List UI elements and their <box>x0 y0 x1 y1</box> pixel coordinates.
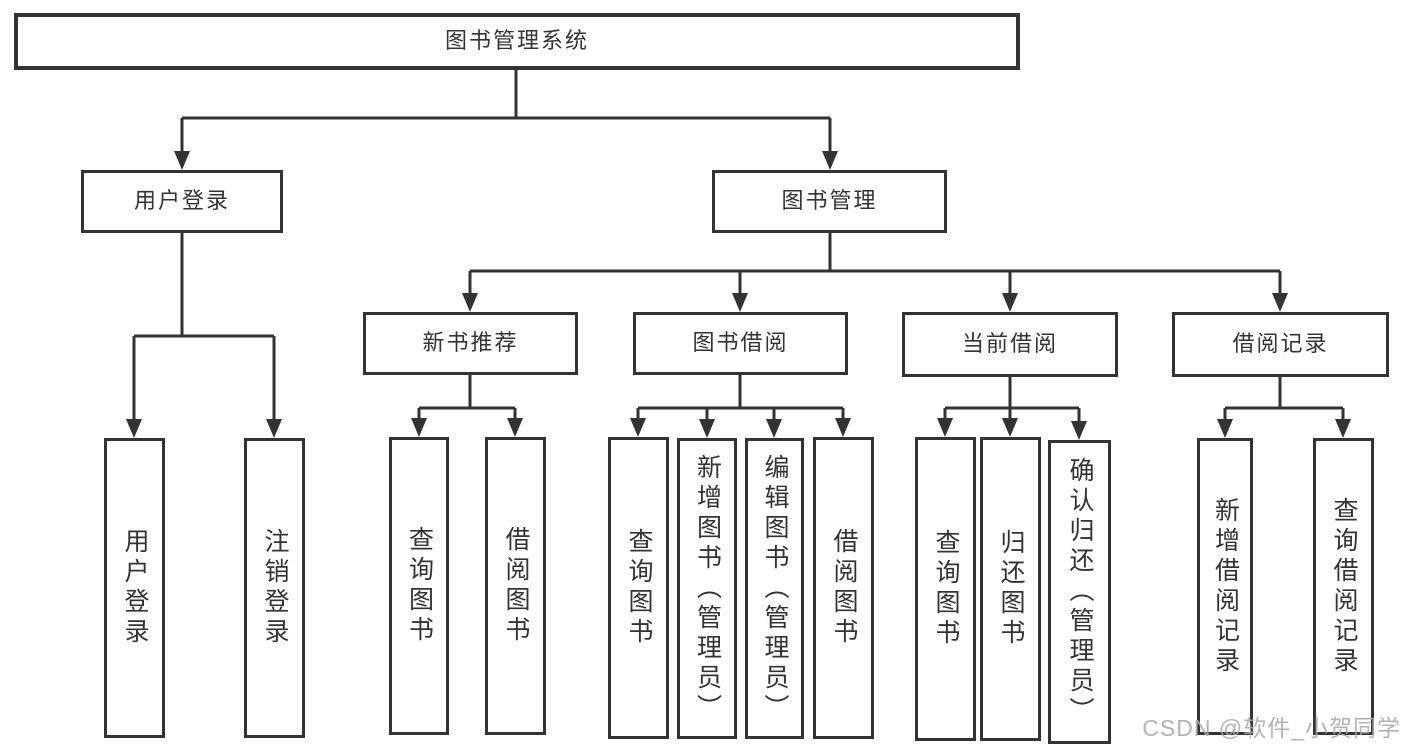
leaf-return-book: 归还图书 <box>980 437 1041 741</box>
connector-book-management-children <box>462 233 1288 312</box>
connector-line <box>132 233 276 421</box>
leaf-query-borrow-record: 查询借阅记录 <box>1313 438 1374 735</box>
arrow-down-icon <box>835 418 851 437</box>
arrow-down-icon <box>766 419 782 438</box>
leaf-confirm-return-admin: 确认归还（管理员） <box>1048 440 1111 744</box>
arrow-down-icon <box>630 418 646 437</box>
connector-current-borrow-children <box>937 377 1087 440</box>
leaf-borrow-books-recommend: 借阅图书 <box>485 437 546 735</box>
node-book-management: 图书管理 <box>712 170 947 233</box>
connector-line <box>468 233 1282 295</box>
arrow-down-icon <box>126 419 142 438</box>
node-user-login: 用户登录 <box>81 170 283 233</box>
leaf-user-login: 用户登录 <box>104 438 165 738</box>
node-root-system: 图书管理系统 <box>14 13 1020 70</box>
node-borrow-records: 借阅记录 <box>1172 312 1389 377</box>
arrow-down-icon <box>699 419 715 438</box>
connector-line <box>943 377 1081 422</box>
connector-borrow-records-children <box>1217 377 1351 438</box>
leaf-logout-login: 注销登录 <box>244 438 305 738</box>
arrow-down-icon <box>1002 418 1018 437</box>
arrow-down-icon <box>1217 419 1233 438</box>
leaf-add-borrow-record: 新增借阅记录 <box>1197 438 1253 735</box>
connector-line <box>417 375 517 420</box>
connector-book-borrow-children <box>630 375 851 438</box>
arrow-down-icon <box>266 419 282 438</box>
leaf-query-books-recommend: 查询图书 <box>389 437 449 735</box>
node-book-borrow: 图书借阅 <box>633 312 848 375</box>
node-current-borrow: 当前借阅 <box>902 312 1118 377</box>
arrow-down-icon <box>1002 293 1018 312</box>
node-new-book-recommend: 新书推荐 <box>363 312 578 375</box>
arrow-down-icon <box>1272 293 1288 312</box>
connector-user-login-children <box>126 233 282 438</box>
leaf-edit-book-admin: 编辑图书（管理员） <box>745 438 804 739</box>
leaf-borrow-books-borrow: 借阅图书 <box>813 437 874 739</box>
arrow-down-icon <box>411 418 427 437</box>
connector-line <box>180 70 832 153</box>
arrow-down-icon <box>1071 421 1087 440</box>
connector-line <box>1223 377 1345 421</box>
arrow-down-icon <box>732 293 748 312</box>
leaf-query-books-borrow: 查询图书 <box>608 437 669 739</box>
arrow-down-icon <box>507 418 523 437</box>
leaf-add-book-admin: 新增图书（管理员） <box>677 438 737 739</box>
connector-root-to-level2 <box>174 70 838 170</box>
arrow-down-icon <box>1335 419 1351 438</box>
csdn-watermark: CSDN @软件_小贺同学 <box>1142 715 1401 741</box>
connector-new-book-children <box>411 375 523 437</box>
arrow-down-icon <box>937 418 953 437</box>
arrow-down-icon <box>174 151 190 170</box>
arrow-down-icon <box>822 151 838 170</box>
arrow-down-icon <box>462 293 478 312</box>
connector-line <box>636 375 845 420</box>
leaf-query-books-current: 查询图书 <box>915 437 976 741</box>
